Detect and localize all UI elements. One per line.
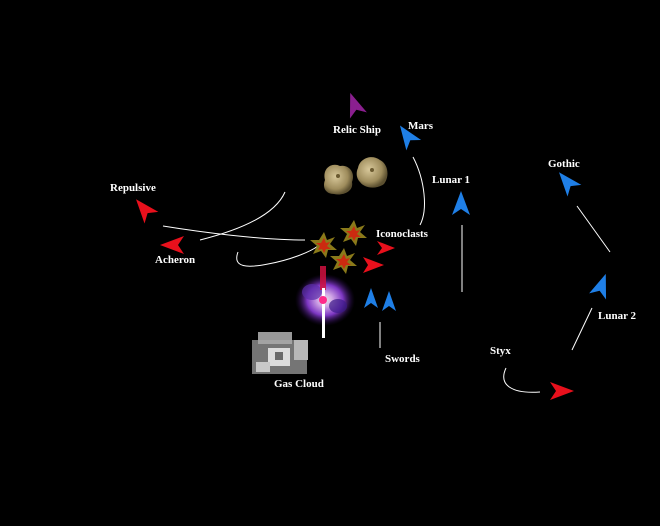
blue-ship-arrow-icon	[382, 291, 396, 311]
line-acheron-loop	[236, 245, 319, 267]
line-acheron-curve	[199, 191, 286, 241]
acheron-fleet-marker[interactable]	[160, 236, 184, 254]
label-lunar2: Lunar 2	[598, 310, 637, 322]
blue-ship-arrow-icon	[559, 172, 582, 197]
repulsive-fleet-marker[interactable]	[129, 193, 159, 224]
blue-ship-arrow-icon	[364, 288, 378, 308]
iconoclasts-fleet-marker-2[interactable]	[363, 257, 384, 273]
lunar2-fleet-marker[interactable]	[589, 271, 614, 300]
label-gothic: Gothic	[548, 158, 580, 170]
label-gas-cloud: Gas Cloud	[274, 378, 324, 390]
gas-cloud-icon	[252, 332, 308, 374]
label-iconoclasts: Iconoclasts	[376, 228, 428, 240]
red-ship-arrow-icon	[160, 236, 184, 254]
mars-fleet-marker[interactable]	[393, 120, 422, 151]
line-lunar2-styx	[571, 307, 593, 351]
line-styx-curve	[503, 367, 541, 393]
styx-fleet-marker[interactable]	[550, 382, 574, 400]
red-ship-arrow-icon	[550, 382, 574, 400]
line-repulsive-iconoclasts	[162, 225, 306, 241]
red-ship-arrow-icon	[363, 257, 384, 273]
lunar1-fleet-marker[interactable]	[452, 191, 470, 215]
label-swords: Swords	[385, 353, 420, 365]
explosion-burst-icon	[340, 220, 367, 246]
gothic-fleet-marker[interactable]	[552, 166, 582, 197]
blue-ship-arrow-icon	[452, 191, 470, 215]
label-acheron: Acheron	[155, 254, 196, 266]
label-relic-ship: Relic Ship	[333, 124, 381, 136]
explosion-burst-icon	[310, 232, 337, 258]
label-lunar1: Lunar 1	[432, 174, 471, 186]
purple-ship-arrow-icon	[349, 92, 367, 119]
connector-lines	[162, 156, 611, 393]
asteroid-icon	[356, 157, 388, 188]
red-ship-arrow-icon	[136, 199, 159, 224]
line-gothic-lunar2	[576, 205, 611, 253]
explosion-burst-icon	[330, 248, 357, 274]
label-mars: Mars	[408, 120, 434, 132]
asteroid-icon	[324, 164, 354, 195]
swords-fleet-marker-2[interactable]	[382, 291, 396, 311]
blue-ship-arrow-icon	[589, 273, 607, 300]
nebula-icon	[295, 266, 355, 338]
blue-ship-arrow-icon	[399, 125, 422, 151]
label-repulsive: Repulsive	[110, 182, 156, 194]
relic-ship-marker[interactable]	[342, 90, 367, 119]
iconoclasts-fleet-marker-1[interactable]	[377, 241, 395, 255]
line-mars-iconoclasts	[412, 156, 425, 226]
swords-fleet-marker-1[interactable]	[364, 288, 378, 308]
red-ship-arrow-icon	[377, 241, 395, 255]
label-styx: Styx	[490, 345, 511, 357]
